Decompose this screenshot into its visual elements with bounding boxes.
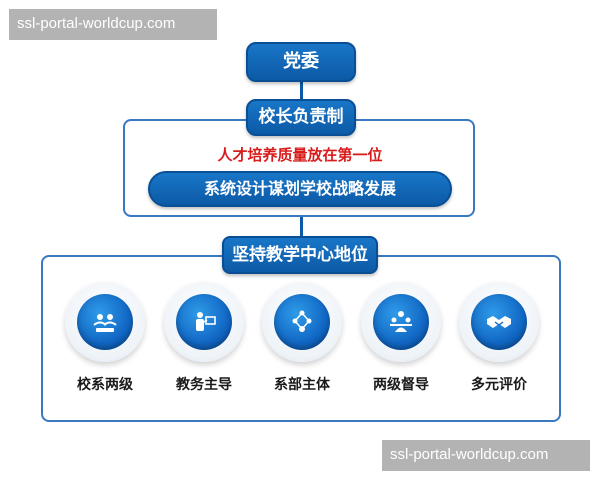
watermark-top: ssl-portal-worldcup.com — [9, 9, 217, 40]
party-committee-label: 党委 — [246, 42, 356, 82]
node-school-department: 校系两级 — [57, 282, 153, 394]
node-two-level-supervision: 两级督导 — [353, 282, 449, 394]
connector-party-principal — [300, 82, 303, 100]
node-academic-affairs: 教务主导 — [156, 282, 252, 394]
principal-responsibility-label: 校长负责制 — [246, 99, 356, 136]
node-label: 两级督导 — [373, 377, 429, 393]
node-label: 教务主导 — [176, 377, 232, 393]
node-label: 多元评价 — [471, 377, 527, 393]
node-label: 系部主体 — [274, 377, 330, 393]
teacher-board-icon — [196, 312, 216, 331]
node-circle — [459, 282, 539, 362]
node-circle — [361, 282, 441, 362]
teaching-center-label: 坚持教学中心地位 — [222, 236, 378, 274]
people-group-icon — [93, 314, 117, 332]
node-circle — [262, 282, 342, 362]
watermark-bottom: ssl-portal-worldcup.com — [382, 440, 590, 471]
node-label: 校系两级 — [77, 377, 133, 393]
priority-text: 人才培养质量放在第一位 — [217, 146, 383, 164]
supervisor-group-icon — [390, 311, 412, 332]
tree-network-icon — [292, 310, 312, 332]
system-design-label: 系统设计谋划学校战略发展 — [148, 171, 452, 207]
node-department-main: 系部主体 — [254, 282, 350, 394]
node-multi-evaluation: 多元评价 — [451, 282, 547, 394]
handshake-icon — [487, 316, 511, 328]
node-circle — [164, 282, 244, 362]
node-circle — [65, 282, 145, 362]
connector-principal-core — [300, 217, 303, 237]
